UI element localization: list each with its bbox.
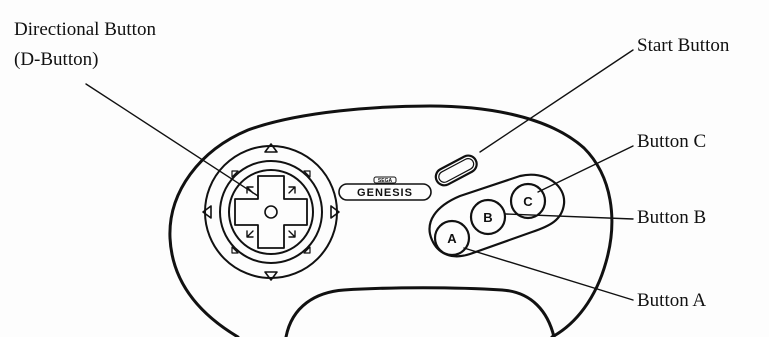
directional-button-label-line1: Directional Button [14, 20, 156, 39]
start-button [433, 153, 480, 189]
button-b-letter: B [483, 210, 492, 225]
d-pad [203, 144, 339, 280]
logo-small-text: SEGA [378, 178, 393, 184]
leader-lines [86, 50, 633, 300]
directional-button-label-line2: (D-Button) [14, 50, 98, 69]
controller-body [170, 106, 612, 337]
d-pad-cross [235, 176, 307, 248]
button-c-letter: C [523, 194, 533, 209]
button-c-label: Button C [637, 132, 706, 151]
button-a-letter: A [447, 231, 457, 246]
start-button-label: Start Button [637, 36, 729, 55]
button-a-label: Button A [637, 291, 706, 310]
logo-text: GENESIS [357, 187, 413, 199]
button-b-label: Button B [637, 208, 706, 227]
controller-handle-arch [286, 288, 554, 337]
